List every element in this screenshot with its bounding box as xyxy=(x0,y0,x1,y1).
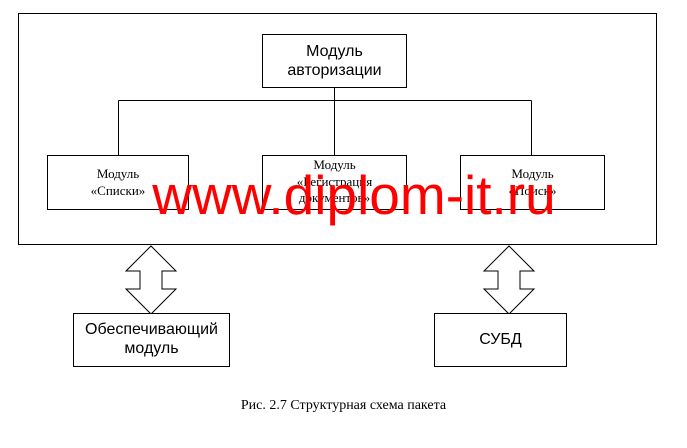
dbms-label: СУБД xyxy=(479,331,522,349)
registration-module-box: Модуль «Регистрация документов» xyxy=(262,155,407,210)
right-double-arrow-icon xyxy=(482,245,536,315)
lists-module-box: Модуль «Списки» xyxy=(47,155,189,210)
left-double-arrow-icon xyxy=(124,245,178,315)
search-module-box: Модуль «Поиск» xyxy=(460,155,605,210)
package-boundary-box xyxy=(18,13,657,245)
dbms-box: СУБД xyxy=(434,313,567,367)
authorization-module-label: Модуль авторизации xyxy=(287,43,382,79)
search-module-label: Модуль «Поиск» xyxy=(508,165,557,198)
lists-module-label: Модуль «Списки» xyxy=(90,165,146,198)
support-module-label: Обеспечивающий модуль xyxy=(85,321,218,357)
figure-caption: Рис. 2.7 Структурная схема пакета xyxy=(240,398,447,413)
support-module-box: Обеспечивающий модуль xyxy=(73,313,230,367)
diplom-it-watermark: www.diplom-it.ru xyxy=(152,164,556,226)
registration-module-label: Модуль «Регистрация документов» xyxy=(296,157,373,206)
authorization-module-box: Модуль авторизации xyxy=(262,34,407,88)
